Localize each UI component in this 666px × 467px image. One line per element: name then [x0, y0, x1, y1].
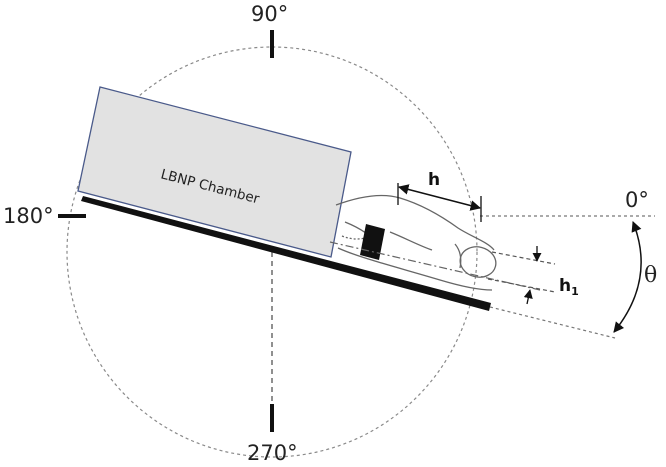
h1-lower-line	[487, 278, 556, 293]
lbnp-chamber-box	[77, 86, 352, 258]
h1-upper-line	[491, 251, 556, 265]
tilt-board	[81, 196, 491, 311]
h1-arrow-bottom	[523, 289, 533, 305]
theta-arc	[613, 221, 642, 333]
angle-label-90: 90°	[251, 2, 288, 26]
tilt-reference-line	[489, 306, 616, 339]
body-centerline	[329, 241, 541, 291]
angle-label-180: 180°	[3, 204, 54, 228]
angle-label-0: 0°	[625, 188, 649, 212]
theta-label: θ	[644, 263, 657, 288]
h-label: h	[428, 170, 440, 190]
h-dimension-line	[397, 184, 482, 211]
h1-label: h1	[559, 276, 579, 298]
reference-circle	[66, 46, 478, 458]
seal-block	[360, 224, 385, 260]
angle-label-270: 270°	[247, 441, 298, 465]
